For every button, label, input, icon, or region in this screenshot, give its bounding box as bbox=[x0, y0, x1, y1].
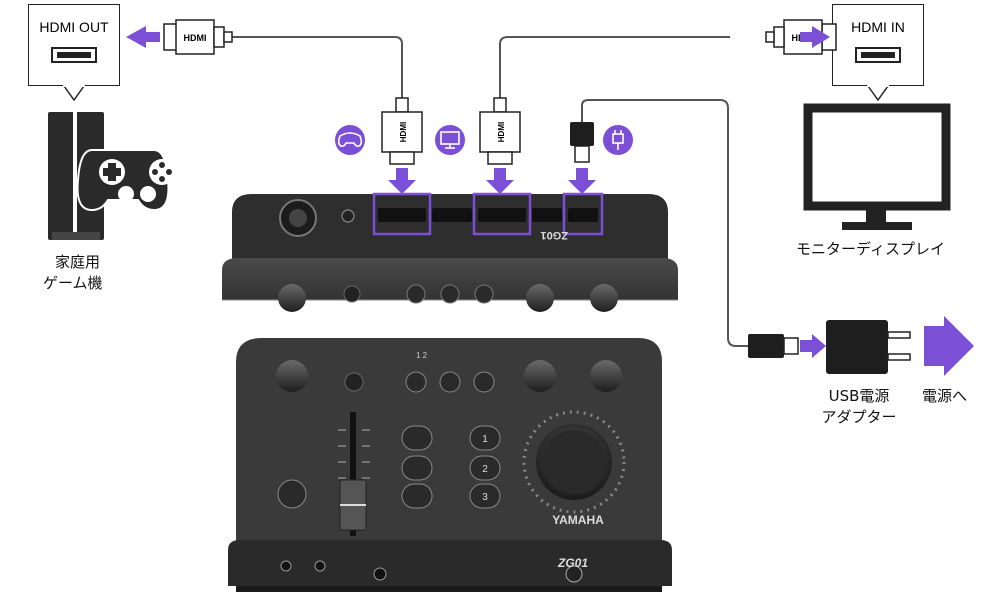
hdmi-plug-text: HDMI bbox=[497, 122, 506, 142]
hdmi-out-label: HDMI OUT bbox=[39, 19, 109, 35]
device-top-view: 1 2 1 2 3 YAMAHA ZG01 bbox=[228, 338, 672, 592]
cables bbox=[230, 36, 748, 347]
monitor-label: モニターディスプレイ bbox=[796, 240, 945, 258]
gamepad-badge-icon bbox=[335, 125, 365, 155]
game-console-label-line1: 家庭用 bbox=[55, 253, 101, 271]
hdmi-in-label: HDMI IN bbox=[851, 19, 905, 35]
monitor-badge-icon bbox=[435, 125, 465, 155]
game-console-label-line2: ゲーム機 bbox=[43, 274, 103, 292]
top-indicator-text: 1 2 bbox=[416, 351, 428, 360]
hdmi-plug-port2: HDMI bbox=[479, 97, 521, 165]
hdmi-plug-port1: HDMI bbox=[381, 97, 423, 165]
usb-adapter-label: USB電源 アダプター bbox=[814, 386, 904, 428]
rear-model-text: ZG01 bbox=[540, 229, 568, 241]
brand-text: YAMAHA bbox=[552, 513, 604, 527]
game-console-illustration bbox=[48, 112, 175, 240]
arrow-down-port2 bbox=[486, 168, 514, 194]
hdmi-plug-text: HDMI bbox=[184, 33, 207, 43]
power-plug-badge-icon bbox=[603, 125, 633, 155]
arrow-down-port1 bbox=[388, 168, 416, 194]
hdmi-out-port-icon bbox=[51, 47, 97, 102]
monitor-illustration bbox=[803, 103, 951, 230]
arrow-to-monitor bbox=[800, 26, 830, 48]
front-model-text: ZG01 bbox=[557, 556, 588, 570]
game-console-label: 家庭用 ゲーム機 bbox=[43, 252, 133, 294]
arrow-to-power bbox=[924, 316, 974, 376]
usb-power-adapter bbox=[748, 320, 911, 374]
device-rear-view: ZG01 bbox=[222, 192, 678, 312]
usb-adapter-label-line1: USB電源 bbox=[828, 387, 890, 405]
signal-arrows bbox=[126, 26, 974, 376]
usb-plug-power bbox=[570, 122, 594, 163]
arrow-to-adapter bbox=[800, 334, 826, 358]
channel-button-2-label: 2 bbox=[482, 464, 488, 475]
channel-button-1-label: 1 bbox=[482, 434, 488, 445]
arrow-to-console bbox=[126, 26, 160, 48]
usb-adapter-label-line2: アダプター bbox=[821, 408, 897, 426]
hdmi-out-callout: HDMI OUT bbox=[28, 4, 120, 86]
hdmi-out-cable-plug: HDMI bbox=[163, 19, 233, 55]
channel-button-3-label: 3 bbox=[482, 492, 488, 503]
hdmi-plug-text: HDMI bbox=[399, 122, 408, 142]
arrow-down-port3 bbox=[568, 168, 596, 194]
to-power-label: 電源へ bbox=[922, 387, 968, 405]
hdmi-in-port-icon bbox=[855, 47, 901, 102]
